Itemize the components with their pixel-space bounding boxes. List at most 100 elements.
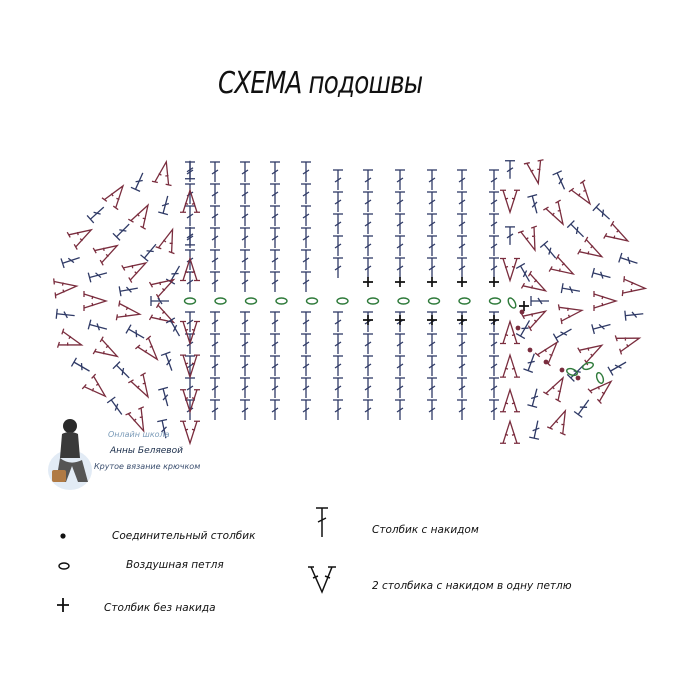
dc-stitch [489, 333, 499, 354]
dc-stitch [427, 333, 437, 354]
dc-stitch [363, 191, 373, 212]
dc-stitch [489, 355, 499, 376]
slip-stitch [519, 309, 525, 315]
dc-stitch [427, 235, 437, 256]
increase-stitch [500, 419, 520, 444]
dc-stitch [505, 226, 515, 245]
dc-stitch [489, 169, 499, 190]
increase-stitch [115, 300, 142, 321]
increase-stitch [128, 372, 150, 399]
dc-stitch [301, 183, 311, 204]
dc-stitch [489, 377, 499, 398]
sc-stitch [489, 277, 499, 287]
dc-stitch [515, 320, 531, 340]
increase-stitch [546, 408, 567, 436]
increase-stitch [614, 335, 642, 355]
dc-stitch [427, 399, 437, 420]
dc-stitch [363, 169, 373, 190]
increase-stitch [180, 354, 200, 380]
dc-stitch [240, 333, 250, 354]
dc-stitch [427, 377, 437, 398]
dc-stitch [118, 286, 138, 297]
logo-tagline: Крутое вязание крючком [94, 462, 201, 471]
increase-stitch [500, 189, 520, 215]
increase-stitch [83, 291, 109, 311]
slip-stitch [543, 359, 549, 365]
increase-stitch [180, 420, 200, 446]
dc-stitch [395, 399, 405, 420]
increase-stitch [500, 387, 520, 413]
logo-name-line: Анны Беляевой [110, 446, 183, 456]
dc-stitch [457, 333, 467, 354]
legend-chain-label: Воздушная петля [126, 559, 224, 571]
two-dc-one-loop-icon [308, 566, 336, 594]
dc-stitch [527, 194, 538, 214]
dc-stitch [270, 205, 280, 226]
dc-stitch [552, 170, 566, 190]
dc-stitch [607, 361, 627, 376]
slip-stitch [575, 375, 581, 381]
increase-stitch [180, 320, 200, 346]
dc-stitch [333, 355, 343, 376]
dc-stitch [270, 249, 280, 270]
sc-stitch [363, 277, 373, 287]
dc-stitch [427, 257, 437, 278]
dc-stitch [333, 213, 343, 234]
dc-stitch [395, 169, 405, 190]
dc-stitch [165, 317, 181, 337]
dc-stitch [301, 205, 311, 226]
chain-stitch [305, 297, 319, 305]
dc-stitch [185, 205, 195, 226]
diagram-title: СХЕМА подошвы [218, 66, 423, 101]
increase-stitch [500, 352, 520, 378]
dc-stitch [560, 283, 581, 294]
dc-stitch [363, 213, 373, 234]
dc-stitch [210, 355, 220, 376]
dc-stitch [240, 183, 250, 204]
dc-stitch [125, 324, 145, 339]
dc-stitch [158, 195, 170, 216]
single-crochet-icon [57, 598, 69, 612]
dc-stitch [523, 353, 535, 373]
dc-stitch [240, 311, 250, 332]
dc-stitch [363, 355, 373, 376]
increase-stitch [568, 179, 592, 206]
dc-stitch [185, 355, 195, 376]
increase-stitch [557, 304, 585, 325]
logo-school-line: Онлайн школа [108, 430, 170, 439]
increase-stitch [543, 376, 565, 403]
dc-stitch [395, 235, 405, 256]
dc-stitch [333, 377, 343, 398]
dc-stitch [333, 399, 343, 420]
increase-stitch [121, 261, 148, 283]
dc-stitch [240, 227, 250, 248]
chain-stitch [275, 297, 288, 305]
dc-stitch [210, 377, 220, 398]
legend-double-crochet-label: Столбик с накидом [372, 524, 479, 536]
dc-stitch [165, 265, 181, 285]
dc-stitch [185, 311, 195, 332]
increase-stitch [180, 188, 200, 213]
crochet-woman-logo-icon [48, 419, 92, 490]
dc-stitch [552, 328, 572, 343]
dc-stitch [427, 169, 437, 190]
increase-stitch [180, 256, 200, 282]
sc-stitch [489, 315, 499, 325]
increase-stitch [128, 203, 150, 230]
dc-stitch [457, 191, 467, 212]
increase-stitch [621, 276, 648, 297]
dc-stitch [333, 333, 343, 354]
dc-stitch [566, 220, 584, 238]
dc-stitch [210, 333, 220, 354]
slip-stitch [515, 325, 521, 331]
dc-stitch [240, 161, 250, 182]
dc-stitch [86, 206, 105, 224]
dc-stitch [333, 191, 343, 212]
dc-stitch [363, 399, 373, 420]
slip-stitch [559, 367, 565, 373]
sc-stitch [457, 277, 467, 287]
dc-stitch [112, 223, 130, 241]
dc-stitch [301, 227, 311, 248]
increase-stitch [603, 220, 630, 242]
